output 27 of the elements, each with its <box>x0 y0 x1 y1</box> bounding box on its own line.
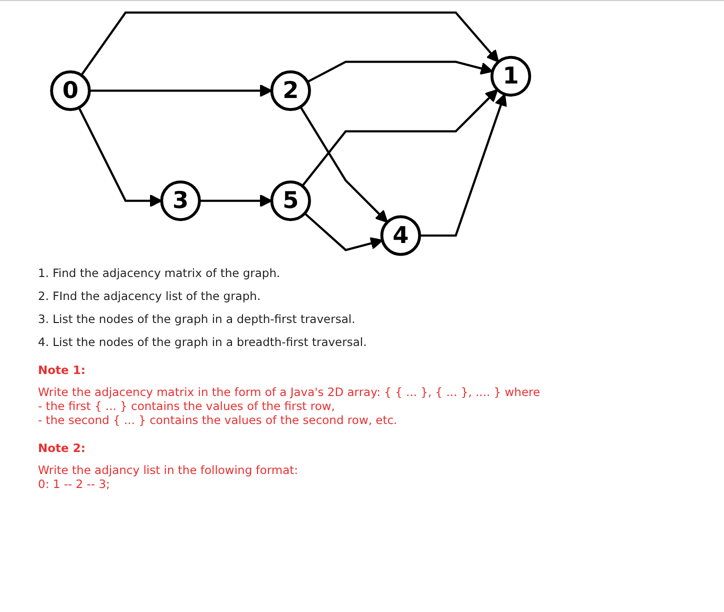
node-circle <box>50 70 91 112</box>
node-circle <box>160 180 201 222</box>
note-text: - the second { ... } contains the values of the second row, etc. <box>38 413 398 427</box>
graph-drawing: 0 1 2 3 4 5 <box>40 1 542 266</box>
question-text: 2. FInd the adjacency list of the graph. <box>38 289 262 303</box>
arrow <box>302 89 498 187</box>
node-circle <box>270 180 311 222</box>
arrow <box>304 212 384 252</box>
node-circle <box>380 215 422 256</box>
note-heading: Note 1: <box>38 363 86 377</box>
arrow <box>78 107 162 208</box>
arrow <box>80 11 500 76</box>
arrow <box>89 84 272 98</box>
arrow <box>420 94 507 237</box>
arrow <box>300 106 388 223</box>
note-text: - the first { ... } contains the values of the first row, <box>38 399 336 413</box>
arrow <box>306 60 494 83</box>
question-text: 1. Find the adjacency matrix of the graph. <box>38 266 282 280</box>
note-heading: Note 2: <box>38 441 86 455</box>
question-text: 4. List the nodes of the graph in a breadth-first traversal. <box>38 335 368 349</box>
note-text: Write the adjacency matrix in the form of a Java's 2D array: { { ... }, { ... }, .... } where <box>38 385 542 399</box>
question-text: 3. List the nodes of the graph in a depth-first traversal. <box>38 312 356 326</box>
node-circle <box>490 56 532 97</box>
node-circle <box>270 70 311 112</box>
note-text: 0: 1 -- 2 -- 3; <box>38 477 111 491</box>
note-text: Write the adjancy list in the following format: <box>38 463 300 477</box>
arrow <box>199 194 272 208</box>
